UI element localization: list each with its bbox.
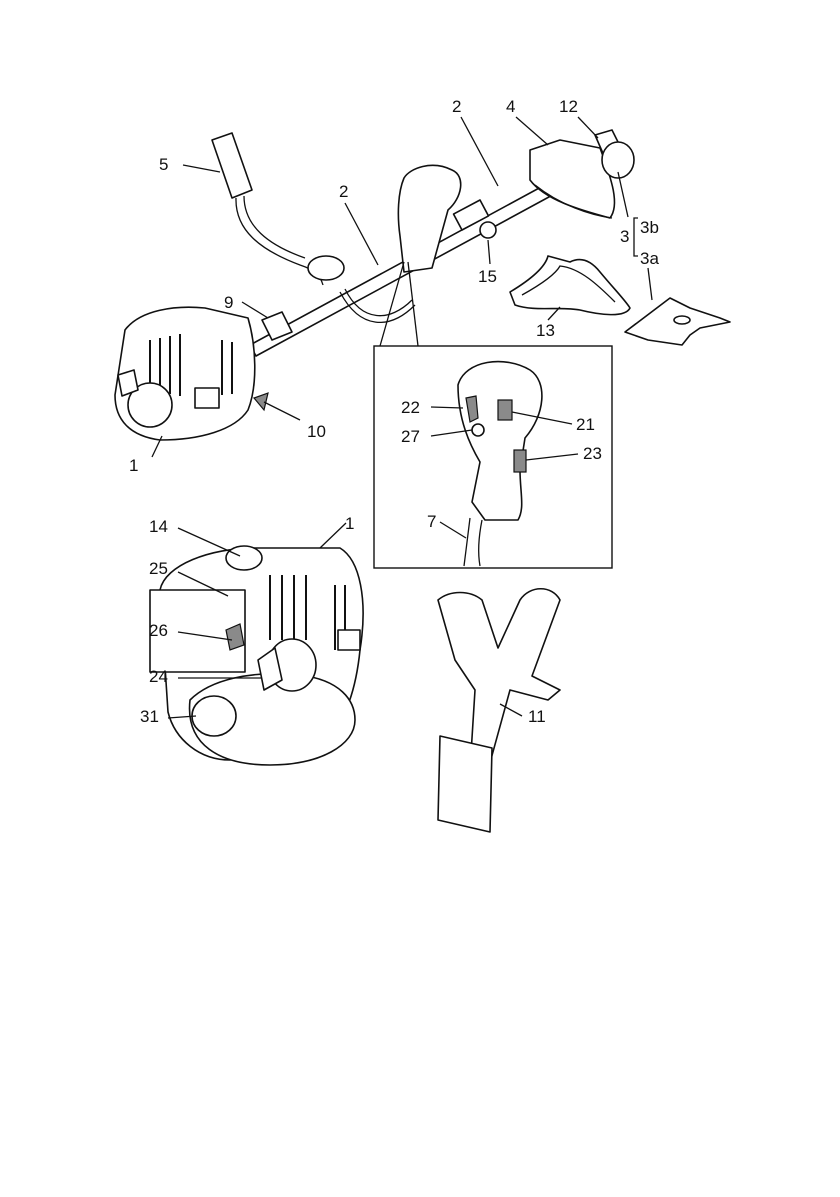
- callout-26: 26: [149, 621, 168, 640]
- blade-hole: [674, 316, 690, 324]
- callout-2-right: 2: [452, 97, 461, 116]
- callout-1-top: 1: [129, 456, 138, 475]
- inspection-port: [338, 630, 360, 650]
- throttle-trigger: [514, 450, 526, 472]
- lock-button: [472, 424, 484, 436]
- operating-handle: [398, 165, 460, 272]
- callout-3a: 3a: [640, 249, 659, 268]
- callout-5: 5: [159, 155, 168, 174]
- coupling-knob: [480, 222, 496, 238]
- callout-12: 12: [559, 97, 578, 116]
- handle-grip: [212, 133, 252, 198]
- handle-clamp: [308, 256, 344, 280]
- blade-3a-drawing: [625, 298, 730, 345]
- callout-3: 3: [620, 227, 629, 246]
- callout-11: 11: [528, 707, 546, 726]
- callout-3b: 3b: [640, 218, 659, 237]
- stop-switch: [498, 400, 512, 420]
- callout-21: 21: [576, 415, 595, 434]
- detail-link-right: [408, 262, 418, 346]
- callout-27: 27: [401, 427, 420, 446]
- handle-detail-drawing: [458, 362, 542, 566]
- callout-10: 10: [307, 422, 326, 441]
- loop-detail: [464, 518, 482, 566]
- fuel-tank-cap: [192, 696, 236, 736]
- callout-7: 7: [427, 512, 436, 531]
- engine-window: [195, 388, 219, 408]
- callout-4: 4: [506, 97, 515, 116]
- callout-1-bottom: 1: [345, 514, 354, 533]
- hip-pad: [438, 736, 492, 832]
- callout-25: 25: [149, 559, 168, 578]
- callout-14: 14: [149, 517, 168, 536]
- callout-22: 22: [401, 398, 420, 417]
- callout-13: 13: [536, 321, 555, 340]
- callout-9: 9: [224, 293, 233, 312]
- cover-13-drawing: [510, 256, 630, 315]
- callout-23: 23: [583, 444, 602, 463]
- callout-31: 31: [140, 707, 159, 726]
- callout-24: 24: [149, 667, 168, 686]
- callout-2-left: 2: [339, 182, 348, 201]
- engine-detail-drawing: [150, 546, 363, 765]
- callout-15: 15: [478, 267, 497, 286]
- fuel-cap-top: [226, 546, 262, 570]
- handle-bar-inner: [244, 196, 305, 258]
- handle-body-detail: [458, 362, 542, 520]
- blade-cover: [510, 256, 630, 315]
- plate-marker: [254, 393, 268, 410]
